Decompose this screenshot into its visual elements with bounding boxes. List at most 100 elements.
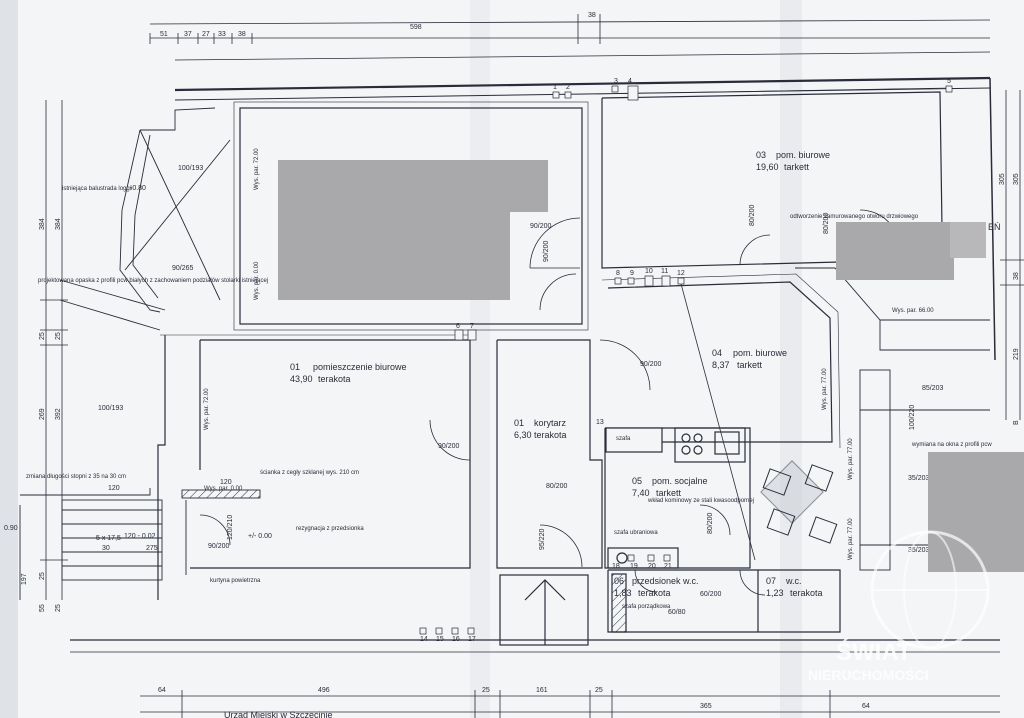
note-window-sill: projektowana opaska z profili pcw białyc…	[38, 278, 268, 284]
opening-label: 80/200	[546, 483, 568, 490]
opening-label: 100/193	[178, 165, 203, 172]
tag-label: 21	[664, 563, 672, 570]
dim-label: 51	[160, 31, 168, 38]
tag-label: 1	[553, 84, 557, 91]
top-dimension-labels: 51 37 27 33 38 598 38	[160, 12, 596, 38]
tag-label: 17	[468, 636, 476, 643]
stairs-tread: 30	[102, 545, 110, 552]
dim-label: 120	[108, 485, 120, 492]
room-floor: terakota	[790, 588, 823, 598]
dim-label: 305	[999, 173, 1006, 185]
tag-label: 4	[628, 78, 632, 85]
element-tag-labels: 1 2 3 4 5 6 7 8 9 10 11 12 13 14 15 16 1…	[420, 78, 951, 643]
room-floor: tarkett	[737, 360, 763, 370]
room-label-04: 04 pom. biurowe 8,37 tarkett	[712, 348, 787, 370]
opening-label: 85/203	[922, 385, 944, 392]
note-window-swap: wymiana na okna z profili pcw	[911, 442, 992, 448]
tag-label: 19	[630, 563, 638, 570]
dim-label: 38	[238, 31, 246, 38]
opening-label: 80/200	[823, 212, 830, 234]
opening-label: 90/265	[172, 265, 194, 272]
tag-label: 18	[612, 563, 620, 570]
paper-fold-2	[780, 0, 802, 718]
bottom-dimension-labels: 64 496 25 161 25 365 64	[158, 687, 870, 710]
opening-label: 80/200	[707, 512, 714, 534]
room-name: w.c.	[785, 576, 802, 586]
room-label-01-office: 01 pomieszczenie biurowe 43,90 terakota	[290, 362, 407, 384]
right-dimension-chain	[1000, 90, 1024, 420]
opening-labels: 100/193 90/265 100/193 90/200 90/200 90/…	[98, 165, 944, 616]
dim-label: 25	[482, 687, 490, 694]
level-labels: 5 x 17,5 30 120 - 0.02 275 120 120 +/- 0…	[96, 185, 1001, 552]
note-parapet: Wys. par. 77.00	[848, 438, 854, 480]
tag-label: 2	[566, 84, 570, 91]
room-label-03: 03 pom. biurowe 19,60 tarkett	[756, 150, 830, 172]
door-swings	[199, 209, 901, 596]
bottom-dimension-chain	[140, 690, 1000, 718]
redaction-block	[836, 222, 954, 280]
level-label: -0.80	[130, 185, 146, 192]
room-number: 03	[756, 150, 766, 160]
watermark-line1: ŚWIAT	[836, 638, 912, 666]
room-floor: terakota	[318, 374, 351, 384]
room-floor: terakota	[534, 430, 567, 440]
dim-label: 33	[218, 31, 226, 38]
redactions	[278, 160, 1024, 572]
room-04-walls	[601, 273, 841, 449]
dim-label: 305	[1013, 173, 1020, 185]
dim-label: 392	[55, 408, 62, 420]
room-floor: tarkett	[656, 488, 682, 498]
note-parapet: Wys. par. 66.00	[892, 308, 934, 314]
dim-label: 275	[146, 545, 158, 552]
paper-edge-left	[0, 0, 18, 718]
element-tags	[419, 85, 953, 635]
room-area: 43,90	[290, 374, 313, 384]
partial-text: EŃ	[988, 222, 1001, 232]
redaction-block	[278, 160, 548, 300]
room-number: 05	[632, 476, 642, 486]
opening-label: 35/203	[908, 547, 930, 554]
dim-label: 120	[220, 479, 232, 486]
tag-label: 5	[947, 78, 951, 85]
dim-label: 197	[21, 573, 28, 585]
room-number: 07	[766, 576, 776, 586]
watermark-line2: NIERUCHOMOŚCI	[808, 666, 929, 683]
note-stairs: zmiana długości stopni z 35 na 30 cm	[26, 474, 126, 480]
wc-walls	[607, 547, 841, 633]
loggia-bay	[59, 107, 231, 331]
room-number: 01	[290, 362, 300, 372]
room-area: 8,37	[712, 360, 730, 370]
dim-label: 55	[39, 604, 46, 612]
note-chimney: wkład kominowy ze stali kwasoodpornej	[647, 498, 754, 504]
room-03-walls	[595, 87, 947, 269]
redaction-block	[950, 222, 986, 258]
tag-label: 10	[645, 268, 653, 275]
room-label-05: 05 pom. socjalne 7,40 tarkett	[632, 476, 708, 498]
note-balustrade: istniejąca balustrada loggii	[62, 186, 132, 192]
tag-label: 16	[452, 636, 460, 643]
dim-label: B	[1013, 420, 1020, 425]
room-01-office-walls	[157, 334, 476, 600]
dim-label: 0.90	[4, 525, 18, 532]
opening-label: 35/203	[908, 475, 930, 482]
room-floor: tarkett	[784, 162, 810, 172]
note-cleaning: szafa porządkowa	[622, 604, 671, 610]
left-dimension-labels: 384 384 25 25 269 392 197 25 55 25 0.90	[4, 218, 62, 612]
tag-label: 6	[456, 323, 460, 330]
opening-label: 100/220	[909, 405, 916, 430]
stamp-text: Urząd Miejski w Szczecinie	[224, 710, 333, 718]
note-resignation: rezygnacja z przedsionka	[296, 526, 364, 532]
dim-label: 64	[158, 687, 166, 694]
tag-label: 7	[470, 323, 474, 330]
dim-label: 27	[202, 31, 210, 38]
room-area: 7,40	[632, 488, 650, 498]
dim-label: 25	[55, 604, 62, 612]
room-label-07: 07 w.c. 1,23 terakota	[766, 576, 823, 598]
tag-label: 13	[596, 419, 604, 426]
dining-table	[760, 460, 838, 544]
opening-label: 100/193	[98, 405, 123, 412]
note-wardrobe: szafa ubraniowa	[614, 530, 658, 536]
room-name: pom. socjalne	[652, 476, 708, 486]
